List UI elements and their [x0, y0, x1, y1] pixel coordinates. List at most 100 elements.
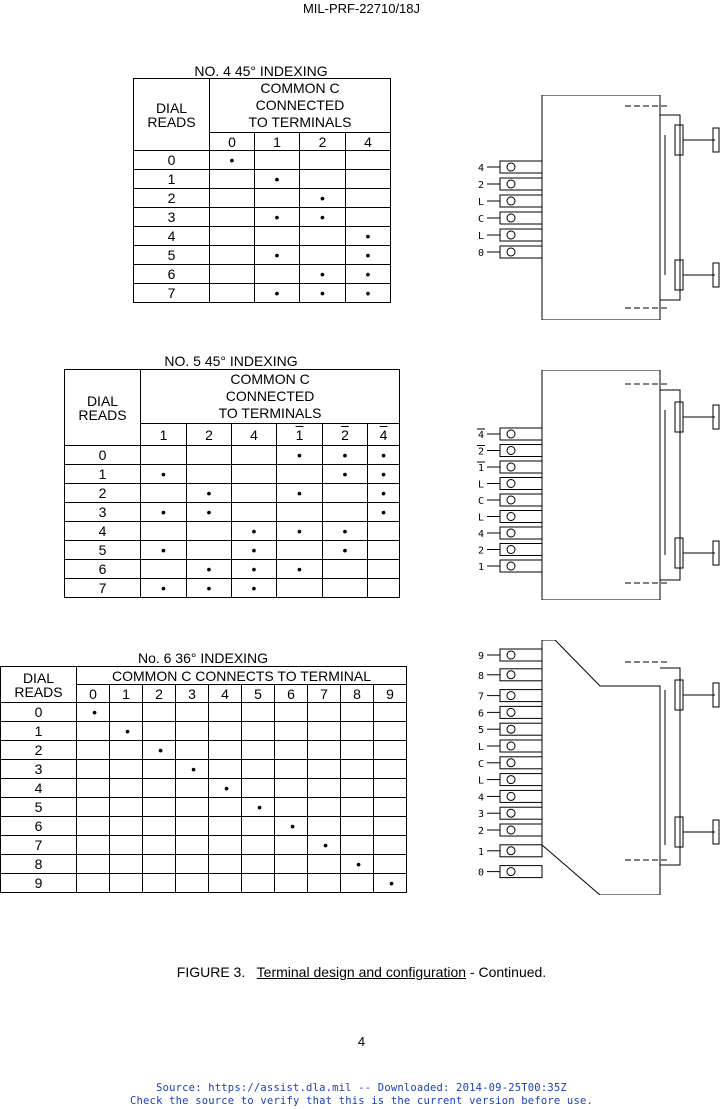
dial-value: 6	[0, 816, 77, 836]
connection-cell: •	[209, 150, 255, 170]
group-header-line3: TO TERMINALS	[218, 404, 322, 421]
connection-cell: •	[254, 245, 300, 265]
connection-cell: •	[366, 483, 401, 503]
terminal-label: 2	[478, 546, 484, 557]
table-row: 4•	[133, 226, 392, 246]
connection-cell	[276, 540, 323, 560]
terminal-label: L	[478, 742, 484, 753]
terminal-label: 1	[478, 847, 484, 858]
table-row: 1•	[133, 169, 392, 189]
terminal-hole	[506, 846, 516, 856]
group-header: COMMON C CONNECTS TO TERMINAL	[75, 666, 408, 685]
col-header-bar: 2	[322, 423, 368, 446]
lower-housing	[660, 667, 681, 866]
terminal-label: 3	[478, 809, 484, 820]
group-header-line1: COMMON C	[260, 80, 340, 97]
dial-value: 4	[0, 778, 77, 798]
connection-cell	[340, 797, 374, 817]
terminal-block	[499, 559, 543, 573]
connection-cell	[175, 854, 209, 874]
connection-cell	[175, 873, 209, 893]
terminal-hole	[506, 162, 516, 172]
connection-cell	[109, 778, 143, 798]
connection-cell	[208, 740, 242, 760]
connection-cell	[175, 702, 209, 722]
connection-cell	[140, 521, 187, 541]
table-row: 6 ••	[133, 264, 392, 284]
connection-cell: •	[231, 540, 277, 560]
col-header: 2	[142, 684, 176, 703]
connection-cell	[372, 797, 408, 817]
connection-cell: •	[344, 264, 392, 284]
dial-header-line1: DIAL	[155, 99, 188, 116]
table-row: 5•	[0, 797, 408, 817]
connection-cell	[209, 226, 255, 246]
connection-cell: •	[366, 445, 401, 465]
terminal-label: 0	[478, 248, 484, 259]
group-header-line3: TO TERMINALS	[248, 113, 352, 130]
connection-cell	[209, 207, 255, 227]
connection-cell: •	[175, 759, 209, 779]
mount-bracket-top	[674, 401, 720, 433]
connection-cell: •	[299, 264, 346, 284]
table-row: 3••	[133, 207, 392, 227]
dial-value: 3	[133, 207, 210, 227]
connection-cell	[322, 483, 368, 503]
terminal-hole	[506, 179, 516, 189]
connection-cell	[76, 797, 110, 817]
connection-cell: •	[208, 778, 242, 798]
dial-value: 5	[133, 245, 210, 265]
dial-value: 3	[0, 759, 77, 779]
col-header: 2	[186, 423, 232, 446]
terminal-block	[499, 526, 543, 540]
terminal-hole	[506, 670, 516, 680]
dial-value: 1	[133, 169, 210, 189]
terminal-block	[499, 789, 543, 803]
connection-cell	[274, 740, 308, 760]
connection-cell	[366, 521, 401, 541]
table5: DIAL READS COMMON C CONNECTED TO TERMINA…	[64, 369, 401, 598]
connection-cell	[344, 207, 392, 227]
col-header: 6	[274, 684, 308, 703]
terminal-hole	[506, 528, 516, 538]
connection-cell	[175, 721, 209, 741]
connection-cell: •	[276, 445, 323, 465]
table-row: 3•••	[64, 502, 401, 522]
connection-cell: •	[276, 521, 323, 541]
terminal-hole	[506, 230, 516, 240]
connection-cell	[209, 283, 255, 303]
verify-line: Check the source to verify that this is …	[129, 1095, 594, 1107]
connection-cell	[254, 188, 300, 208]
terminal-block	[499, 510, 543, 523]
connection-cell: •	[344, 226, 392, 246]
terminal-label: 4	[478, 529, 484, 540]
terminal-block	[499, 648, 543, 662]
group-header-line2: CONNECTED	[255, 97, 345, 114]
terminal-hole	[506, 758, 516, 768]
terminal-label: 9	[478, 651, 484, 662]
group-header: COMMON C CONNECTED TO TERMINALS	[208, 78, 392, 133]
connection-cell: •	[186, 483, 232, 503]
terminal-hole	[506, 213, 516, 223]
connection-cell: •	[372, 873, 408, 893]
connection-cell	[142, 778, 176, 798]
connection-cell	[307, 873, 341, 893]
dial-value: 6	[133, 264, 210, 284]
col-header: 1	[254, 132, 300, 151]
connection-cell	[340, 816, 374, 836]
dial-value: 2	[133, 188, 210, 208]
terminal-block	[499, 194, 543, 208]
connection-cell: •	[299, 188, 346, 208]
connection-cell	[209, 245, 255, 265]
col-header: 4	[344, 132, 392, 151]
table-row: 6•••	[64, 559, 401, 579]
connection-cell	[340, 702, 374, 722]
col-header-bar: 4	[366, 423, 401, 446]
connection-cell	[276, 464, 323, 484]
dial-header-line1: DIAL	[86, 392, 119, 409]
col-header: 1	[109, 684, 143, 703]
connection-cell	[254, 264, 300, 284]
connection-cell	[307, 816, 341, 836]
table-row: 0•	[133, 150, 392, 170]
connection-cell	[208, 873, 242, 893]
